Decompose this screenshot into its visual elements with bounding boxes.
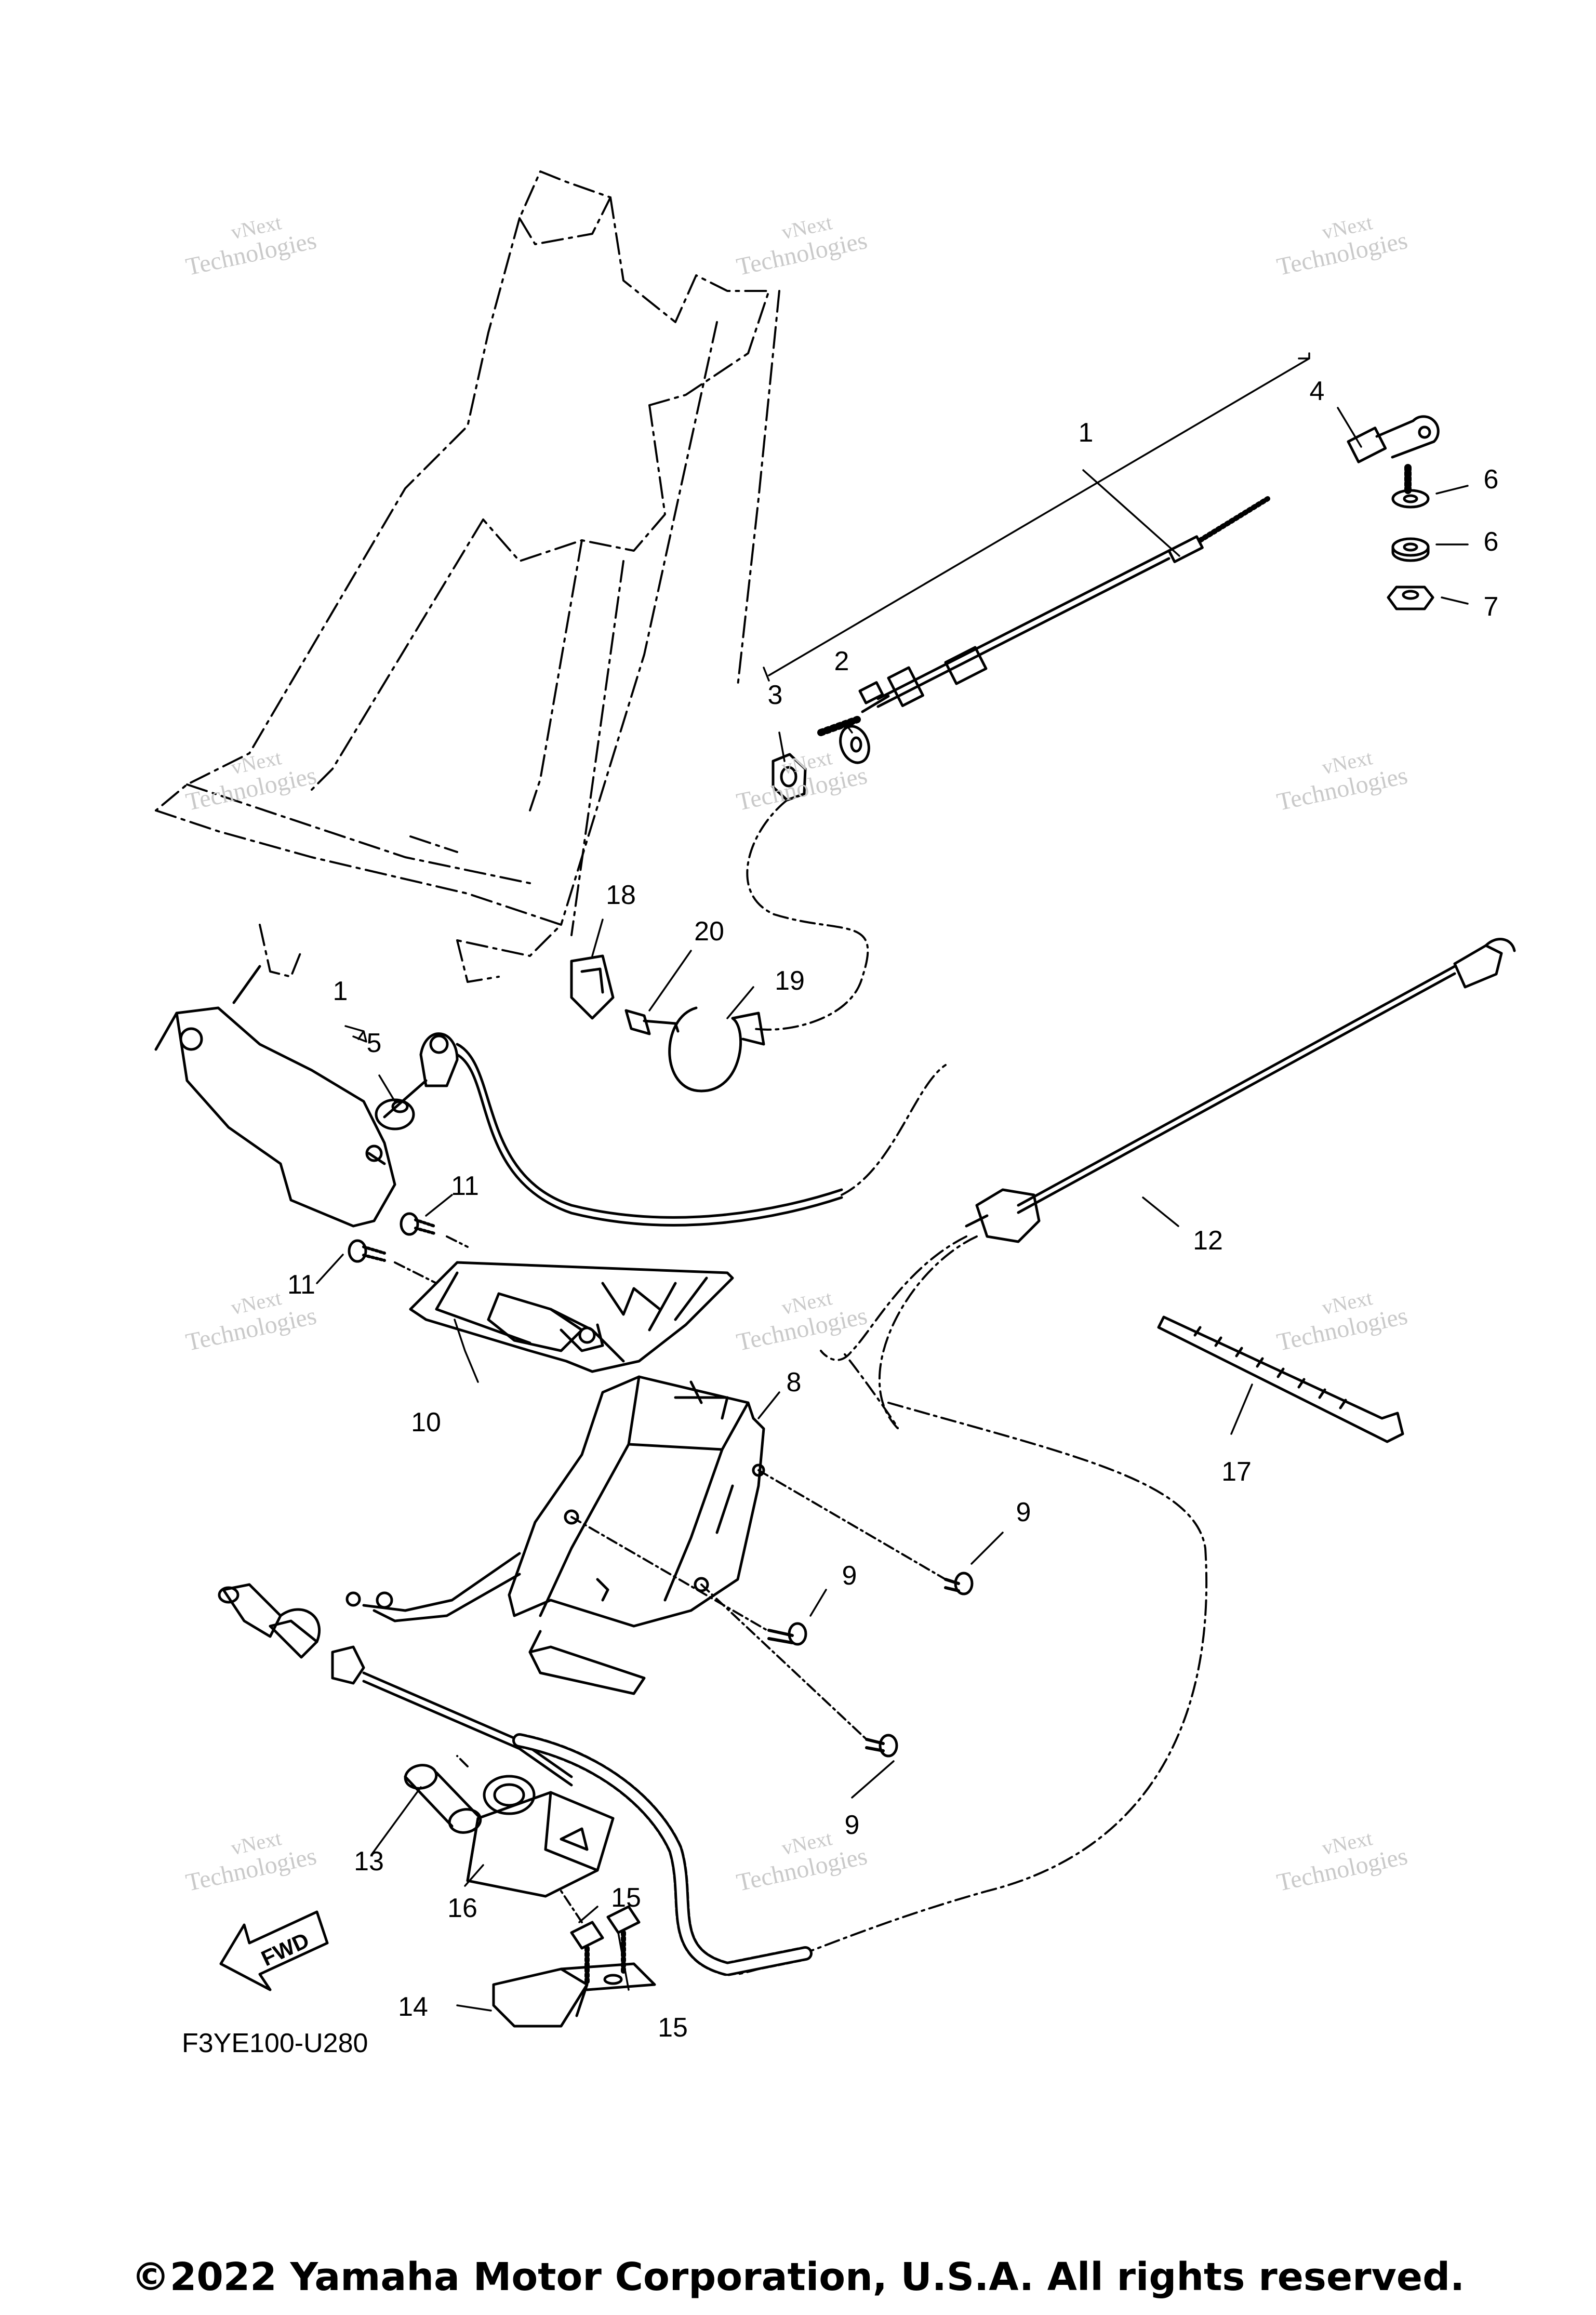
callout-5: 5 [367,1028,382,1058]
callout-14: 14 [398,1992,428,2022]
lever-cable-inner [456,1053,843,1227]
washer-6a [1391,489,1430,509]
callout-1: 1 [1079,418,1094,448]
callout-9b: 9 [842,1561,857,1591]
callout-4: 4 [1310,376,1325,406]
washer-6b [1391,537,1430,562]
callout-19: 19 [775,966,805,996]
cable-tie-17 [1157,1315,1404,1443]
bracket-14 [492,1962,656,2028]
bolt-15a [570,1921,604,1987]
callout-7: 7 [1484,592,1499,622]
callout-8: 8 [787,1367,802,1398]
screw-20 [624,1009,680,1035]
callout-11a: 11 [451,1171,479,1201]
routing-line-lower [841,1064,947,1196]
leader-lines [316,352,1469,2012]
callout-13: 13 [354,1846,384,1877]
copyright-notice: ©2022 Yamaha Motor Corporation, U.S.A. A… [131,2255,1465,2299]
callout-9c: 9 [845,1810,860,1840]
screw-9a [944,1572,974,1595]
screw-leader-11 [394,1235,469,1284]
screw-11a [348,1239,386,1263]
throttle-cable [965,938,1516,1243]
collar-13 [404,1764,482,1834]
bolt-15b [606,1905,641,1977]
callout-18: 18 [606,880,636,910]
screw-9c [865,1734,898,1758]
callout-17: 17 [1221,1457,1252,1487]
damper-16 [466,1775,615,1898]
cable-end-lower [218,1583,813,1976]
routing-line-upper [746,799,869,1031]
callout-10: 10 [411,1407,441,1438]
shift-lever [375,1032,459,1130]
rod-end-joint [1347,415,1440,497]
callout-1b: 1 [333,976,348,1006]
bracket-8 [345,1375,765,1695]
callout-6a: 6 [1484,464,1499,495]
clip-18 [570,954,615,1020]
callouts: 1 2 3 4 5 6 6 7 8 9 9 9 10 11 11 12 13 1… [287,376,1498,2043]
callout-15b: 15 [658,2013,688,2043]
screw-9b [767,1622,807,1646]
callout-2: 2 [834,646,849,676]
bracket-housing [155,170,780,983]
callout-16: 16 [447,1893,477,1923]
figure-code: F3YE100-U280 [182,2028,368,2058]
lever-cable [456,1043,843,1219]
nut-3 [772,753,807,802]
screw-leader-9 [570,1469,947,1741]
nut-7 [1387,586,1434,610]
collar-leader [456,1755,583,1923]
callout-11b: 11 [287,1270,315,1300]
callout-20: 20 [694,916,724,947]
callout-15a: 15 [611,1883,641,1913]
cable-band-19 [668,1006,765,1093]
callout-9a: 9 [1016,1497,1031,1527]
bracket-housing-solid [154,965,396,1228]
fwd-arrow-icon [219,1910,329,1991]
callout-3: 3 [768,680,783,710]
callout-12: 12 [1193,1226,1223,1256]
throttle-routing [737,1235,1208,1975]
shift-cable-upper [817,496,1270,736]
callout-6b: 6 [1484,527,1499,557]
screw-11b [400,1212,436,1236]
cover-10 [409,1261,734,1373]
